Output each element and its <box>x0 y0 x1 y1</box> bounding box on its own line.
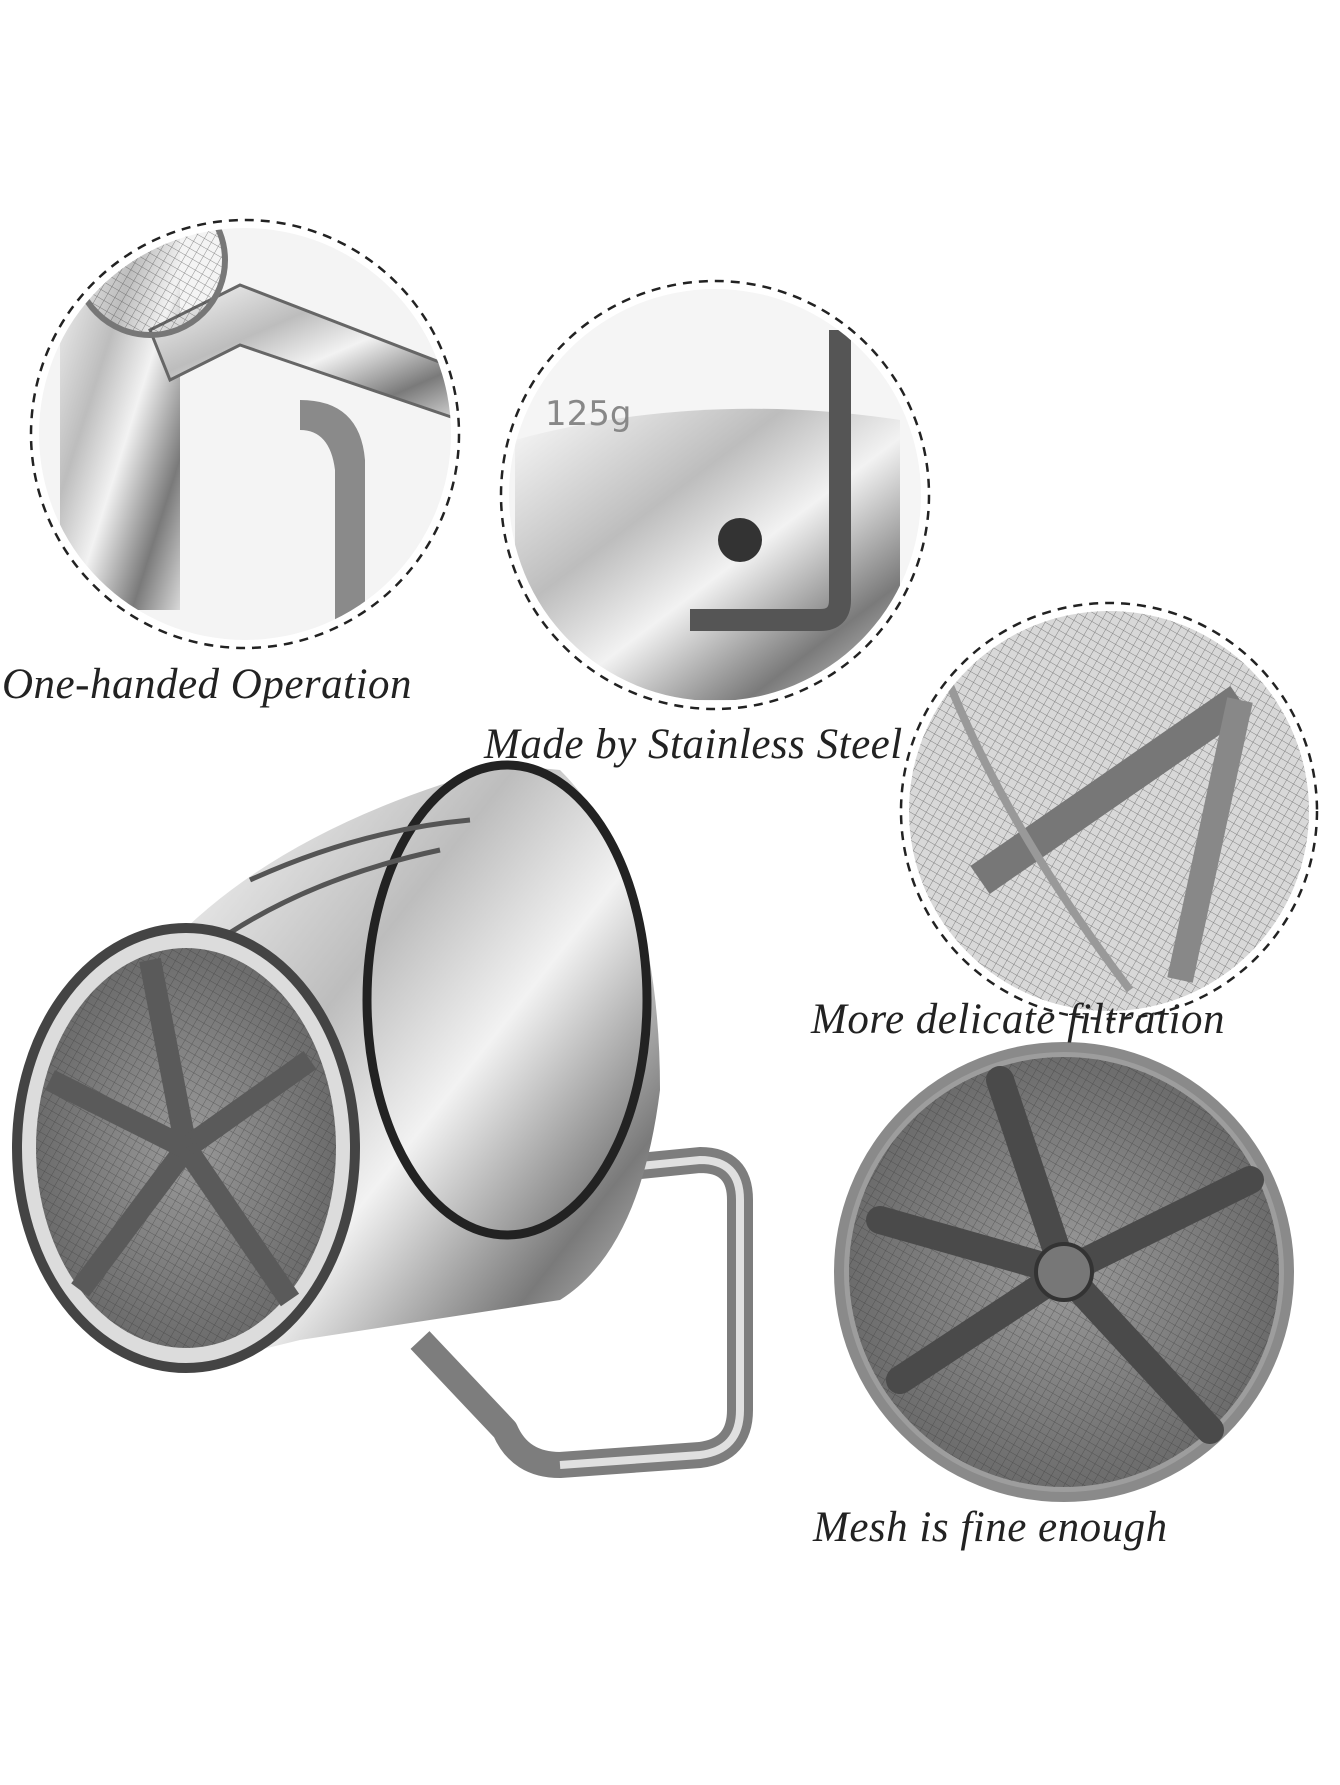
feature-label-stainless-steel: Made by Stainless Steel <box>484 721 903 768</box>
detail-circle-filtration <box>899 601 1319 1021</box>
feature-label-filtration: More delicate filtration <box>811 996 1226 1043</box>
feature-label-one-handed: One-handed Operation <box>2 661 413 708</box>
engraving-text: 125g <box>545 394 631 434</box>
detail-circle-mesh <box>834 1042 1294 1502</box>
detail-circle-stainless-steel: 125g <box>499 279 931 711</box>
flour-sifter-main <box>12 760 753 1478</box>
detail-circle-handle <box>29 218 461 650</box>
feature-label-mesh: Mesh is fine enough <box>813 1504 1168 1551</box>
